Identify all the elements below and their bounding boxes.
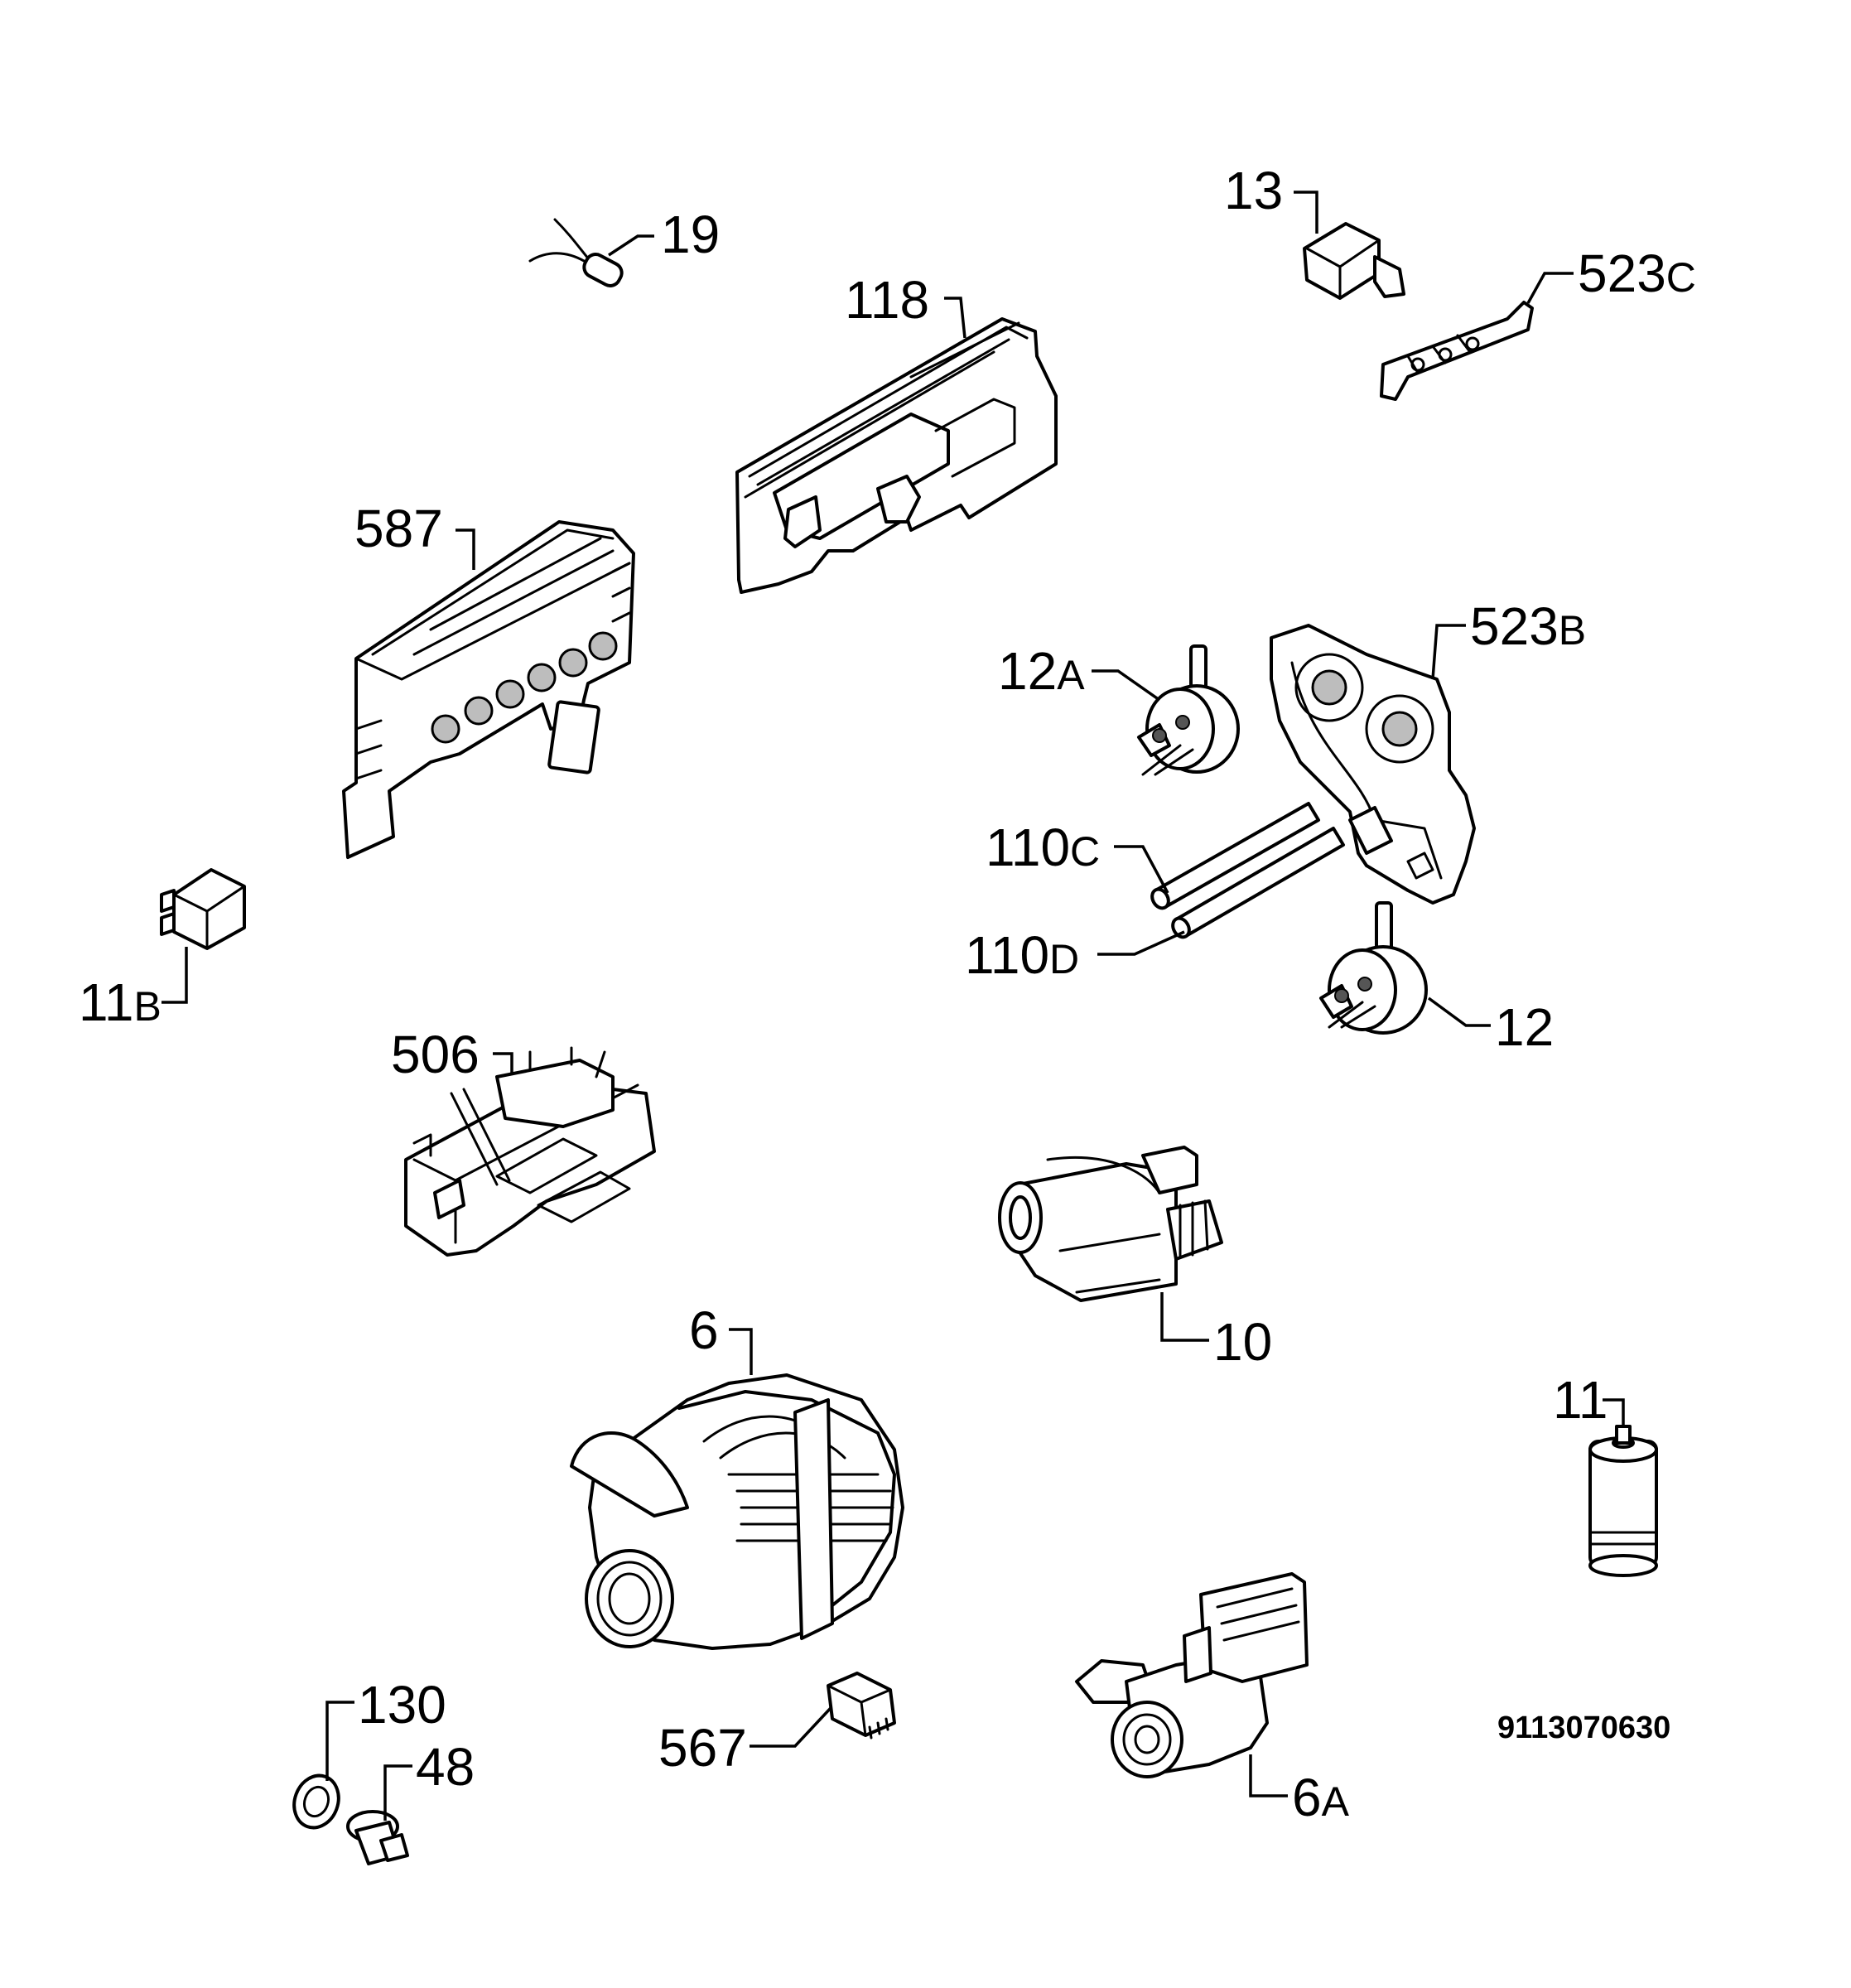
leader-118: [944, 297, 966, 339]
leader-13: [1294, 191, 1318, 234]
diagram-code: 9113070630: [1497, 1711, 1670, 1745]
part-labels: 19 13 523C 118 587 12A 523B 110C 110D 12…: [79, 161, 1696, 1827]
leader-523c: [1526, 272, 1574, 304]
label-506: 506: [391, 1025, 480, 1084]
label-13: 13: [1224, 161, 1283, 220]
part-118-cover: [735, 317, 1058, 594]
leader-523b: [1431, 624, 1466, 680]
leader-48: [383, 1764, 412, 1821]
leader-12a: [1092, 669, 1161, 702]
label-587: 587: [354, 499, 443, 558]
part-10-heater: [998, 1146, 1223, 1302]
leader-506: [493, 1052, 513, 1075]
leader-19: [608, 234, 654, 257]
part-506-dispenser: [404, 1046, 656, 1257]
label-48: 48: [416, 1737, 475, 1797]
leader-110c: [1114, 845, 1169, 894]
part-19-thermistor: [528, 218, 624, 287]
part-110d-tube: [1171, 827, 1345, 939]
leader-11: [1603, 1398, 1625, 1425]
leader-6: [729, 1328, 753, 1375]
label-6a: 6A: [1292, 1768, 1350, 1827]
label-6: 6: [689, 1300, 719, 1360]
leader-11b: [161, 947, 188, 1004]
part-12a-pressure-switch: [1137, 644, 1240, 776]
label-118: 118: [845, 270, 929, 330]
part-587-electronic-module: [342, 520, 635, 859]
label-19: 19: [661, 205, 720, 264]
label-523b: 523B: [1470, 596, 1586, 656]
leader-10: [1160, 1292, 1209, 1342]
part-523b-housing: [1270, 624, 1476, 905]
part-523c-bracket: [1380, 301, 1534, 401]
part-12-pressure-switch: [1319, 901, 1428, 1035]
label-523c: 523C: [1578, 244, 1696, 303]
label-567: 567: [658, 1718, 747, 1778]
leader-lines: [161, 191, 1625, 1821]
label-12a: 12A: [998, 641, 1085, 701]
part-6-circulation-pump: [570, 1373, 904, 1650]
part-11-capacitor: [1588, 1425, 1658, 1577]
part-48-plug: [346, 1810, 409, 1865]
leader-110d: [1097, 930, 1185, 956]
label-110d: 110D: [965, 925, 1079, 985]
label-130: 130: [358, 1675, 446, 1735]
part-11b-relay: [160, 868, 246, 950]
label-10: 10: [1213, 1312, 1272, 1372]
label-11b: 11B: [79, 972, 161, 1032]
part-6a-drain-pump: [1075, 1572, 1309, 1778]
leader-587: [456, 528, 475, 570]
part-13-switch: [1303, 222, 1405, 300]
label-110c: 110C: [986, 818, 1100, 877]
label-11: 11: [1553, 1370, 1608, 1430]
leader-12: [1427, 996, 1491, 1027]
leader-130: [325, 1701, 354, 1781]
leader-6a: [1249, 1754, 1288, 1797]
part-130-ring: [292, 1773, 340, 1830]
part-567-clip: [827, 1672, 896, 1740]
leader-567: [750, 1706, 832, 1748]
label-12: 12: [1495, 997, 1554, 1057]
part-110c-tube: [1150, 802, 1320, 910]
